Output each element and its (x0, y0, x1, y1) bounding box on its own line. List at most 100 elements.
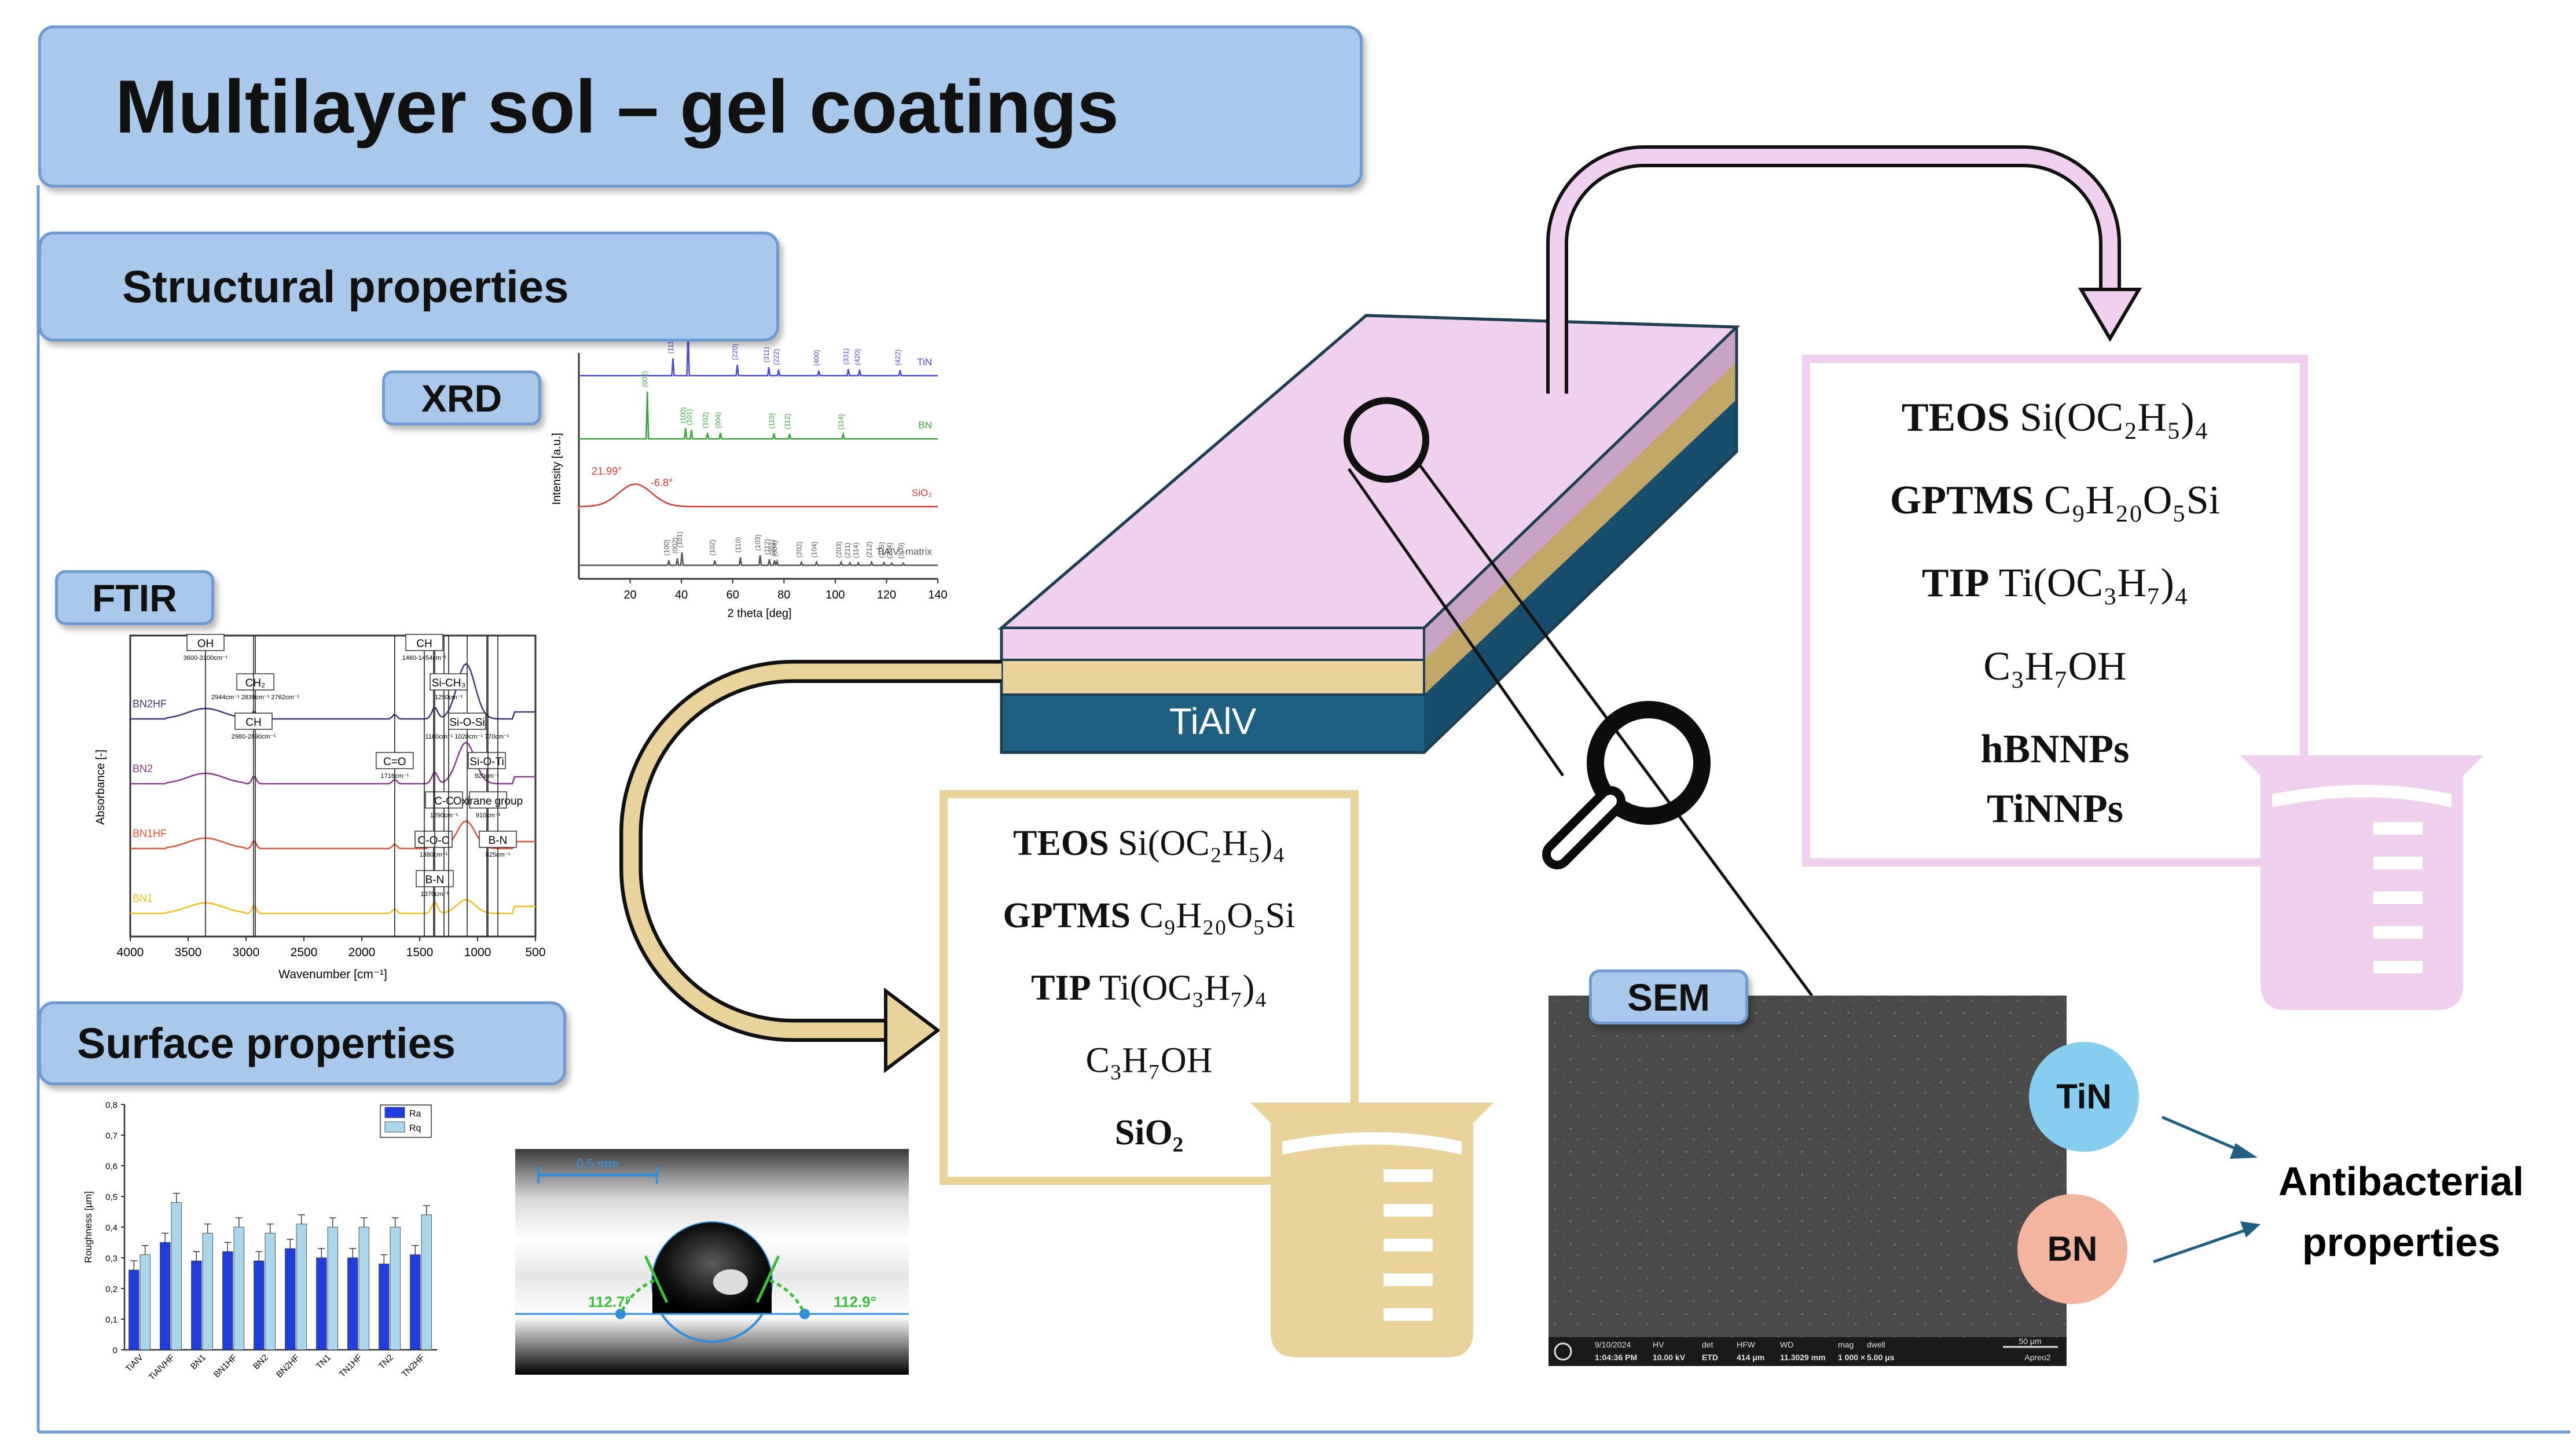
rough-category-label: TiAlVHF (147, 1353, 177, 1382)
pink-formula-panel: TEOS Si(OC₂H₅)₄ GPTMS C₉H₂₀O₅Si TIP Ti(O… (1815, 376, 2295, 851)
ftir-band-label: CH (245, 717, 261, 729)
rough-bar (390, 1227, 401, 1350)
ftir-band-note: 1460-1454cm⁻¹ (402, 655, 447, 662)
tan-line-propanol: C₃H₇OH (1085, 1041, 1213, 1080)
rough-bar (358, 1227, 369, 1350)
ftir-band-box (236, 673, 274, 691)
magnifier-handle-inner (1551, 795, 1617, 861)
ftir-band-note: 825cm⁻¹ (486, 851, 511, 858)
pink-layer-front (1000, 627, 1425, 661)
sem-instrument: Apreo2 (2024, 1353, 2050, 1362)
tin-label: TiN (2056, 1077, 2112, 1116)
xrd-peak-label: (103) (754, 534, 762, 550)
xrd-peak-label: (422) (894, 350, 902, 366)
bn-arrow-head (2240, 1221, 2261, 1238)
xrd-peak-label: (211) (843, 542, 852, 558)
xrd-tag: XRD (382, 370, 541, 425)
rough-bar (421, 1214, 432, 1350)
xrd-peak-label: (114) (837, 414, 845, 429)
pink-arrow-head (2078, 288, 2142, 342)
ftir-tag: FTIR (55, 570, 214, 625)
tan-beaker-marks (1384, 1169, 1433, 1321)
rough-category-label: TN2 (377, 1353, 395, 1371)
rough-bar (171, 1202, 182, 1350)
pink-panel-frame (1802, 355, 2308, 866)
xrd-peak-label: (101) (685, 409, 693, 425)
tin-arrow (2162, 1115, 2244, 1154)
tan-layer-front (1000, 659, 1425, 696)
scale-label: 0.5 mm (576, 1156, 618, 1171)
rough-bar (379, 1264, 390, 1350)
stack-outline (1000, 314, 1738, 754)
xrd-peak-label: (004) (714, 412, 722, 428)
tin-circle (2029, 1042, 2139, 1152)
xrd-peak-label: (110) (734, 537, 742, 553)
sem-info-value: 5.00 μs (1867, 1353, 1895, 1362)
zoom-line-left (1347, 468, 1565, 777)
xrd-series-label: TiAlV -matrix (876, 546, 932, 557)
ftir-x-tick-label: 2500 (291, 946, 318, 959)
rough-legend-label: Rq (409, 1123, 421, 1133)
ftir-band-note: 1380cm⁻¹ (420, 851, 448, 858)
roughness-chart: Roughness [μm] 00,10,20,30,40,50,60,70,8… (83, 1100, 437, 1382)
pink-line-tip: TIP Ti(OC₃H₇)₄ (1921, 561, 2189, 606)
rough-bar (202, 1233, 213, 1350)
ftir-x-tick-label: 4000 (117, 946, 144, 959)
magnifier-lens (1587, 701, 1711, 825)
rough-category-label: TN1 (314, 1353, 333, 1371)
xrd-series-line (579, 552, 938, 566)
tin-arrow-head (2230, 1143, 2258, 1159)
ftir-band-label: C=O (383, 756, 406, 768)
rough-legend-swatch (384, 1121, 405, 1133)
xrd-peak-label: (203) (835, 541, 843, 557)
tan-beaker-liquid-line (1282, 1132, 1462, 1155)
rough-y-tick-label: 0,7 (105, 1131, 118, 1141)
xrd-peak-label: (114) (852, 542, 860, 558)
sem-info-header: 9/10/2024 (1595, 1340, 1631, 1349)
xrd-peak-label: (112) (763, 539, 771, 555)
zoom-circle (1344, 397, 1429, 483)
outcome-line-2: properties (2302, 1220, 2500, 1265)
xrd-peak-label: (202) (795, 541, 803, 557)
xrd-series-line (579, 391, 938, 440)
rough-bar (327, 1227, 338, 1350)
ftir-frame (129, 634, 537, 938)
ftir-band-box (448, 713, 486, 730)
tan-line-tip: TIP Ti(OC₃H₇)₄ (1031, 968, 1267, 1008)
pink-beaker-body (2240, 755, 2483, 1010)
xrd-series-label: BN (918, 420, 932, 431)
sem-logo-icon (1554, 1342, 1572, 1361)
structural-properties-label: Structural properties (122, 260, 569, 312)
xrd-x-tick-label: 60 (726, 589, 739, 601)
left-angle-line (644, 1255, 669, 1304)
ftir-band-label: Si-CH₃ (432, 677, 465, 689)
ftir-series-line (130, 741, 535, 785)
xrd-peak-label: (100) (662, 539, 670, 556)
xrd-y-label: Intensity [a.u.] (551, 433, 563, 505)
rough-category-label: TN2HF (400, 1353, 427, 1379)
substrate-label: TiAlV (1169, 700, 1257, 742)
sem-tag: SEM (1589, 970, 1748, 1025)
ftir-band-box (469, 791, 507, 809)
substrate-front (1001, 695, 1424, 752)
rough-category-label: BN2HF (274, 1353, 302, 1380)
sem-info-value: 11.3029 mm (1780, 1353, 1826, 1362)
rough-y-tick-label: 0 (113, 1346, 118, 1356)
ftir-series-line (130, 663, 535, 720)
sem-info-bar (1548, 1337, 2067, 1366)
xrd-peak-label: (002) (671, 538, 679, 554)
xrd-x-tick-label: 20 (623, 589, 636, 601)
pink-line-hbnnps: hBNNPs (1980, 726, 2130, 772)
ftir-band-box (416, 870, 454, 887)
ftir-band-note: 1370cm⁻¹ (421, 891, 449, 898)
pink-arrow (1550, 149, 2118, 394)
ftir-band-note: 2980-2890cm⁻¹ (232, 733, 276, 740)
tan-line-teos: TEOS Si(OC₂H₅)₄ (1013, 824, 1285, 863)
xrd-peak-label: (331) (842, 348, 850, 365)
ftir-band-note: 2944cm⁻¹ 2839cm⁻¹ 2762cm⁻¹ (211, 694, 299, 701)
title-box: Multilayer sol – gel coatings (38, 25, 1363, 188)
left-tangent (619, 1279, 655, 1315)
sem-info-value: 10.00 kV (1653, 1353, 1686, 1362)
